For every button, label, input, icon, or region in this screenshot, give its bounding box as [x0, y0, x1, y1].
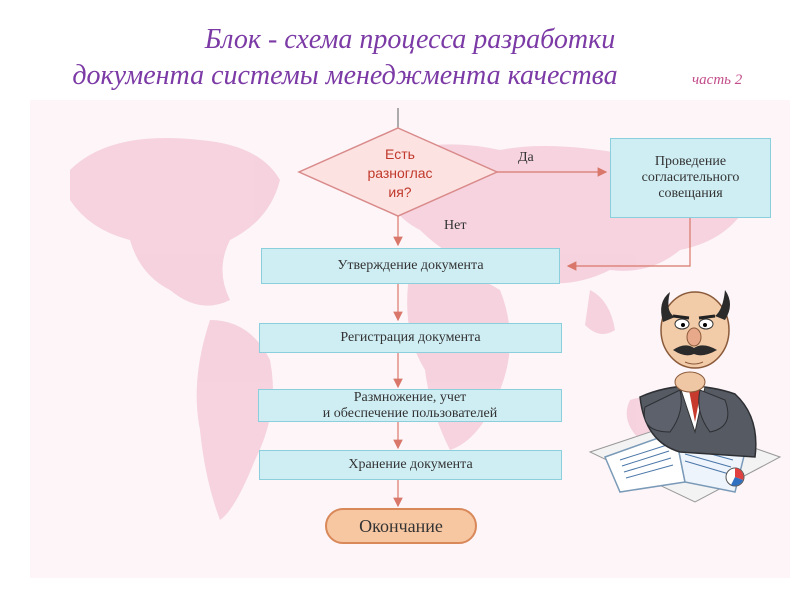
return-arrow [566, 218, 691, 271]
thinking-man-illustration [588, 290, 782, 503]
storage-box: Хранение документа [259, 450, 562, 480]
no-label: Нет [444, 218, 467, 233]
approval-box: Утверждение документа [261, 248, 560, 284]
registration-box: Регистрация документа [259, 323, 562, 353]
meeting-box: Проведение согласительного совещания [610, 138, 771, 218]
copying-box: Размножение, учет и обеспечение пользова… [258, 389, 562, 422]
decision-label: Есть разноглас ия? [367, 146, 433, 200]
end-terminator: Окончание [325, 508, 477, 544]
part-label: часть 2 [692, 72, 743, 88]
title-line-1: Блок - схема процесса разработки [204, 24, 616, 55]
title-line-2: документа системы менеджмента качества [72, 60, 618, 91]
yes-label: Да [518, 150, 534, 165]
